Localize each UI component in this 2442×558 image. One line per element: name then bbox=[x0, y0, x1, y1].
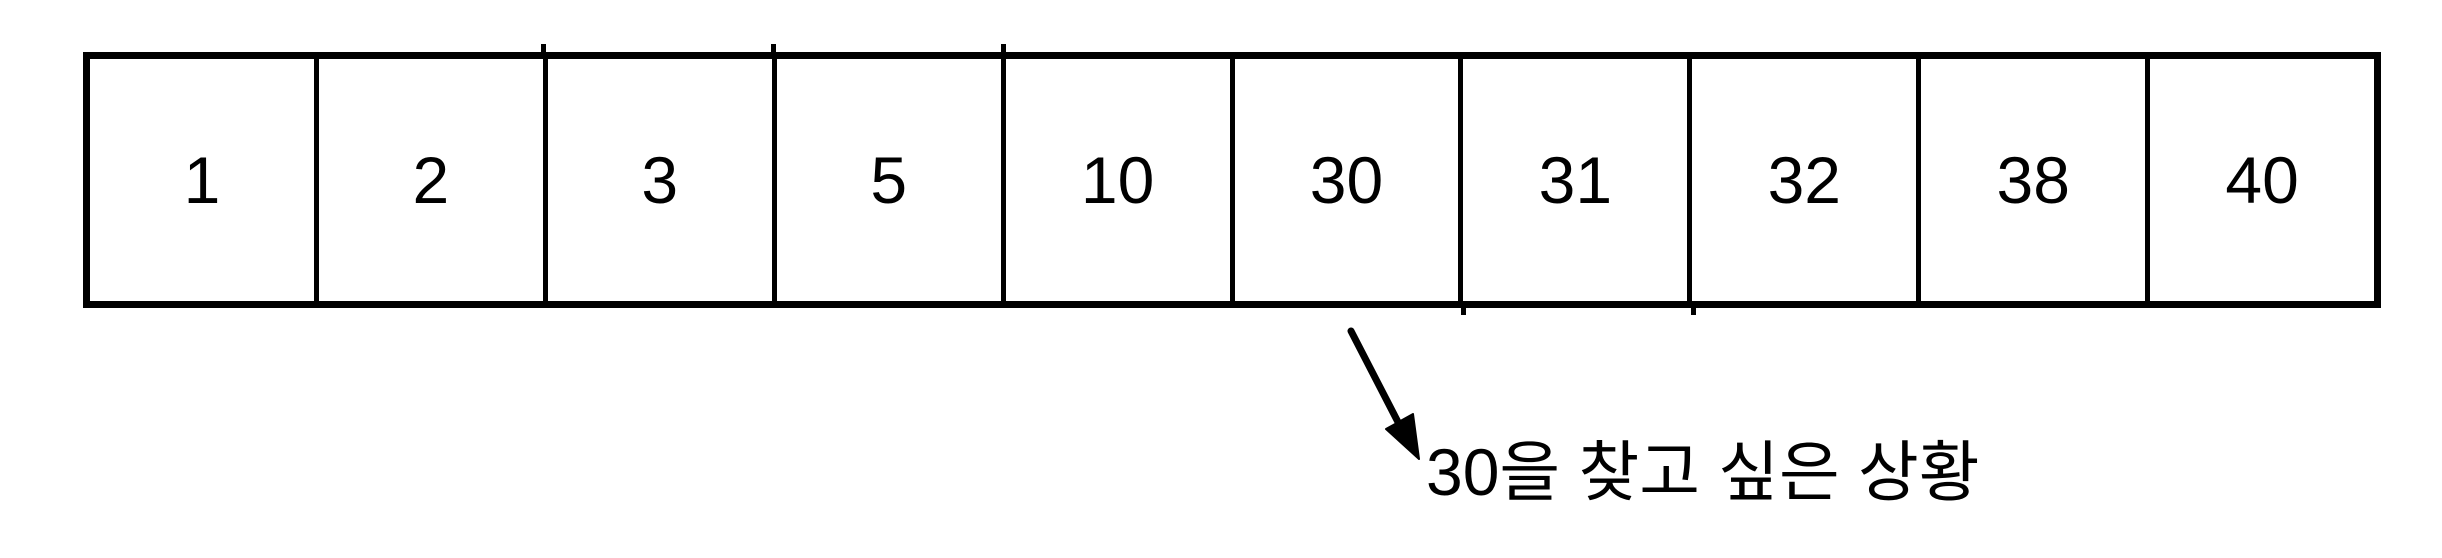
divider-tick bbox=[1691, 305, 1696, 315]
cell-value: 1 bbox=[183, 143, 221, 217]
arrow-down-right-icon bbox=[1347, 327, 1420, 460]
divider-tick bbox=[1001, 44, 1006, 54]
array-cell: 38 bbox=[1916, 59, 2145, 301]
array-cell: 10 bbox=[1000, 59, 1230, 301]
array-cell: 3 bbox=[542, 59, 772, 301]
array-cell: 32 bbox=[1687, 59, 1916, 301]
cell-value: 30 bbox=[1309, 143, 1384, 217]
cell-value: 38 bbox=[1996, 143, 2070, 217]
array-cell: 40 bbox=[2145, 59, 2374, 301]
cell-value: 3 bbox=[641, 143, 679, 217]
caption-label: 30을 찾고 싶은 상황 bbox=[1426, 435, 1980, 509]
array-cell-target: 30 bbox=[1229, 59, 1459, 301]
divider-tick bbox=[541, 44, 546, 54]
cell-value: 40 bbox=[2225, 143, 2299, 217]
divider-tick bbox=[1461, 305, 1466, 315]
cell-value: 10 bbox=[1080, 143, 1155, 217]
cell-value: 32 bbox=[1767, 143, 1841, 217]
cell-value: 31 bbox=[1538, 143, 1613, 217]
array-cell: 1 bbox=[90, 59, 314, 301]
array-cell: 31 bbox=[1458, 59, 1687, 301]
cell-value: 5 bbox=[870, 143, 908, 217]
array-box: 1 2 3 5 10 30 31 32 38 40 bbox=[83, 52, 2381, 308]
divider-tick bbox=[771, 44, 776, 54]
array-cell: 5 bbox=[771, 59, 1001, 301]
array-cell: 2 bbox=[313, 59, 543, 301]
cell-value: 2 bbox=[412, 143, 450, 217]
